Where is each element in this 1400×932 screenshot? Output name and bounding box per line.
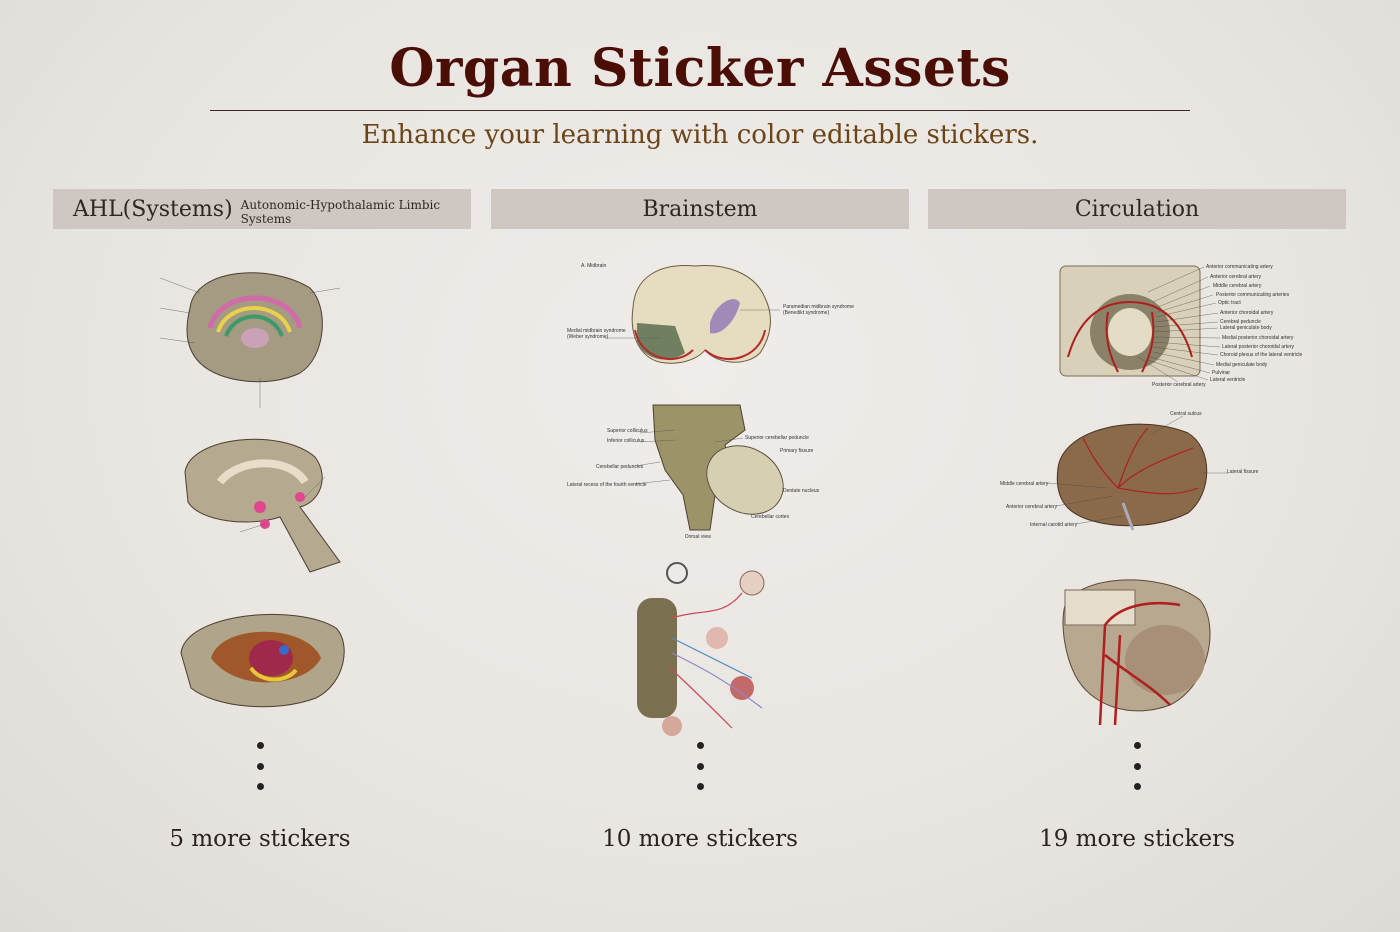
illustration-label: Paramedian midbrain syndrome [783, 304, 854, 310]
illustration-label: Cerebral peduncle [1220, 319, 1261, 325]
illustration-label: Middle cerebral artery [1000, 481, 1049, 487]
illustration-label: Anterior communicating artery [1206, 264, 1273, 270]
more-stickers-count: 5 more stickers [169, 826, 351, 852]
illustration-label: Superior cerebellar peduncle [745, 435, 809, 441]
illustration-label: Lateral posterior choroidal artery [1222, 344, 1294, 350]
more-indicator-dots [694, 742, 706, 804]
limbic-lobe-sticker [176, 598, 356, 723]
more-indicator-dots [254, 742, 266, 804]
illustration-label: Dentate nucleus [783, 488, 820, 494]
illustration-label: Choroid plexus of the lateral ventricle [1220, 352, 1302, 358]
column-title: Brainstem [642, 196, 758, 222]
column-title: AHL(Systems) [73, 196, 233, 222]
illustration-label: (Benedikt syndrome) [783, 310, 829, 316]
title-divider [210, 110, 1190, 111]
limbic-system-sticker [159, 248, 341, 413]
cranial-nerves-sticker [632, 558, 777, 740]
illustration-label: Anterior choroidal artery [1220, 310, 1274, 316]
illustration-label: Anterior cerebral artery [1210, 274, 1262, 280]
page-subtitle: Enhance your learning with color editabl… [361, 120, 1039, 150]
illustration-label: Middle cerebral artery [1213, 283, 1262, 289]
illustration-label: Cerebellar peduncles [596, 464, 644, 470]
illustration-label: Lateral fissure [1227, 469, 1259, 475]
illustration-label: Lateral geniculate body [1220, 325, 1272, 331]
illustration-label: Dorsal view [685, 534, 711, 540]
hypothalamus-sticker [180, 432, 350, 577]
brainstem-dorsal-sticker: Superior colliculus Inferior colliculus … [565, 400, 825, 545]
more-stickers-count: 19 more stickers [1039, 826, 1235, 852]
illustration-label: Central sulcus [1170, 411, 1202, 417]
illustration-label: Internal carotid artery [1030, 522, 1078, 528]
page-title: Organ Sticker Assets [389, 38, 1011, 99]
lateral-brain-arteries-sticker: Central sulcus Lateral fissure Middle ce… [998, 408, 1260, 533]
illustration-label: (Weber syndrome) [567, 334, 609, 340]
basal-arteries-sticker [1020, 565, 1255, 726]
illustration-label: Lateral recess of the fourth ventricle [567, 482, 647, 488]
more-stickers-count: 10 more stickers [602, 826, 798, 852]
illustration-label: Inferior colliculus [607, 438, 645, 444]
illustration-label: Superior colliculus [607, 428, 648, 434]
illustration-label: Primary fissure [780, 448, 814, 454]
illustration-label: Medial posterior choroidal artery [1222, 335, 1294, 341]
column-header-brainstem: Brainstem [491, 189, 909, 229]
illustration-label: Cerebellar cortex [751, 514, 790, 520]
more-indicator-dots [1131, 742, 1143, 804]
column-title: Circulation [1074, 196, 1200, 222]
illustration-label: Posterior cerebral artery [1152, 382, 1206, 388]
illustration-label: Posterior communicating arteries [1216, 292, 1290, 298]
midbrain-sticker: A. Midbrain Paramedian midbrain syndrome… [565, 258, 865, 373]
column-header-circulation: Circulation [928, 189, 1346, 229]
illustration-label: Medial midbrain syndrome [567, 328, 626, 334]
column-header-ahl: AHL(Systems) Autonomic-Hypothalamic Limb… [53, 189, 471, 229]
column-subtitle: Autonomic-Hypothalamic Limbic Systems [240, 197, 441, 226]
illustration-label: Pulvinar [1212, 370, 1230, 376]
cerebral-arteries-sticker: Anterior communicating artery Anterior c… [1058, 262, 1303, 390]
illustration-label: Medial geniculate body [1216, 362, 1268, 368]
illustration-label: Anterior cerebral artery [1006, 504, 1058, 510]
illustration-label: Optic tract [1218, 300, 1241, 306]
illustration-label: Lateral ventricle [1210, 377, 1246, 383]
illustration-label: A. Midbrain [581, 263, 607, 269]
